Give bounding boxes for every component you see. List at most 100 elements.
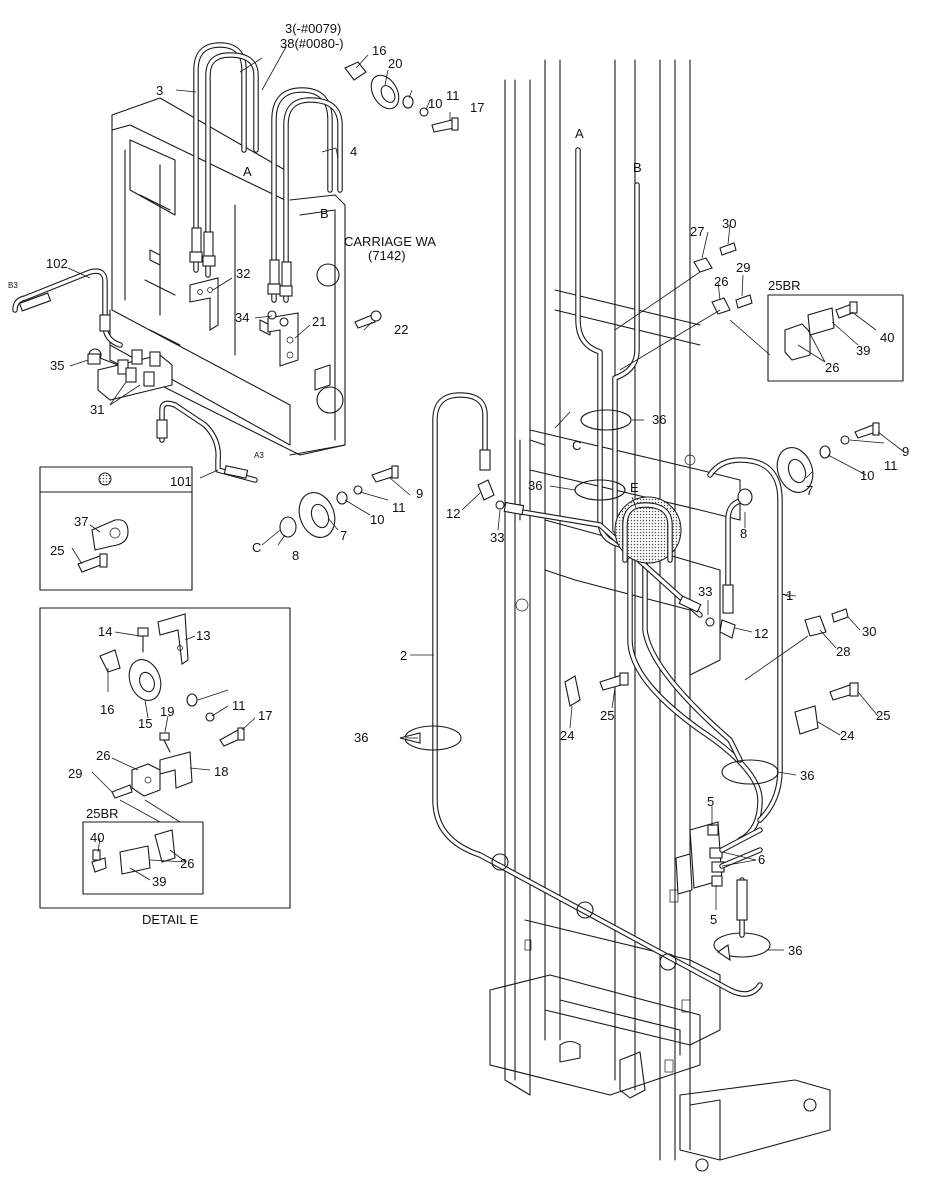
callout-36c: 36	[354, 730, 368, 745]
callout-29a: 29	[736, 260, 750, 275]
brackets-top-right	[614, 242, 771, 371]
callout-36e: 36	[788, 943, 802, 958]
callout-36b: 36	[528, 478, 542, 493]
callout-22: 22	[394, 322, 408, 337]
callout-5b: 5	[710, 912, 717, 927]
callout-35: 35	[50, 358, 64, 373]
bracket-21	[267, 312, 299, 367]
bracket-32	[189, 277, 219, 331]
callout-8a: 8	[292, 548, 299, 563]
callout-36a: 36	[652, 412, 666, 427]
hose-3	[193, 42, 259, 278]
callout-26c-top: 26	[96, 748, 110, 763]
nut-34	[267, 310, 289, 327]
marker-c-mast: C	[572, 438, 581, 453]
hose-3-note-a: 3(-#0079)	[285, 21, 341, 36]
roller-group-top	[344, 61, 459, 133]
callout-29b: 29	[68, 766, 82, 781]
callout-17a: 17	[470, 100, 484, 115]
callout-9a: 9	[416, 486, 423, 501]
callout-30a: 30	[722, 216, 736, 231]
callout-11c: 11	[884, 458, 898, 473]
callout-20: 20	[388, 56, 402, 71]
callout-16b: 16	[100, 702, 114, 717]
mast-hose-a	[575, 147, 623, 548]
leader-lines	[67, 46, 905, 951]
callout-3: 3	[156, 83, 163, 98]
callout-39b: 39	[152, 874, 166, 889]
callout-2: 2	[400, 648, 407, 663]
callout-25b: 25	[876, 708, 890, 723]
carriage-code: (7142)	[368, 248, 406, 263]
callout-5a: 5	[707, 794, 714, 809]
callout-36d: 36	[800, 768, 814, 783]
marker-c-left: C	[252, 540, 261, 555]
hose-4	[271, 87, 343, 303]
callout-17b: 17	[258, 708, 272, 723]
callout-13: 13	[196, 628, 210, 643]
connector-block-31	[88, 348, 173, 401]
marker-b-top: B	[320, 206, 329, 221]
mast-hose-b	[612, 182, 640, 533]
callout-19: 19	[160, 704, 174, 719]
hose-fittings-carriage	[189, 227, 293, 297]
callout-40b: 40	[90, 830, 104, 845]
callout-6: 6	[758, 852, 765, 867]
tag-b3: B3	[8, 281, 18, 290]
bracket-24-right	[794, 682, 859, 735]
hose-2	[432, 392, 763, 997]
tag-a3: A3	[254, 451, 264, 460]
hose-101	[156, 400, 258, 483]
callout-10a: 10	[428, 96, 442, 111]
hose-cross	[477, 479, 736, 639]
callout-33a: 33	[490, 530, 504, 545]
detail-e-box	[39, 607, 291, 909]
callout-37: 37	[74, 514, 88, 529]
callout-31: 31	[90, 402, 104, 417]
callout-15: 15	[138, 716, 152, 731]
callout-16a: 16	[372, 43, 386, 58]
marker-a-top: A	[243, 164, 252, 179]
carriage-title: CARRIAGE WA	[344, 234, 436, 249]
callout-21: 21	[312, 314, 326, 329]
callout-26a: 26	[714, 274, 728, 289]
bolt-35	[87, 353, 119, 366]
callout-32: 32	[236, 266, 250, 281]
hose-8-right	[722, 497, 751, 614]
callout-26c: 26	[180, 856, 194, 871]
hose-102	[12, 268, 123, 348]
roller-group-left	[279, 465, 399, 538]
callout-12b: 12	[754, 626, 768, 641]
clip-detail-box	[39, 466, 193, 591]
connector-block-6	[675, 821, 763, 938]
callout-11a: 11	[446, 88, 460, 103]
roller-group-right	[737, 422, 880, 506]
callout-1: 1	[786, 588, 793, 603]
callout-10b: 10	[370, 512, 384, 527]
callout-8b: 8	[740, 526, 747, 541]
text-labels: 3(-#0079) 38(#0080-) CARRIAGE WA (7142) …	[8, 21, 909, 958]
callout-24a: 24	[560, 728, 574, 743]
callout-26b: 26	[825, 360, 839, 375]
callout-39a: 39	[856, 343, 870, 358]
callout-4: 4	[350, 144, 357, 159]
callout-11d: 11	[232, 698, 246, 713]
callout-9b: 9	[902, 444, 909, 459]
callout-10c: 10	[860, 468, 874, 483]
callout-25a: 25	[600, 708, 614, 723]
callout-102: 102	[46, 256, 68, 271]
callout-34: 34	[235, 310, 249, 325]
hose-3-note-b: 38(#0080-)	[280, 36, 344, 51]
marker-b-mast: B	[633, 160, 642, 175]
callout-24b: 24	[840, 728, 854, 743]
callout-18: 18	[214, 764, 228, 779]
clamp-36-upper	[399, 409, 779, 962]
callout-14: 14	[98, 624, 112, 639]
bolt-22	[354, 310, 382, 329]
carriage-assembly	[109, 97, 346, 456]
callout-101: 101	[170, 474, 192, 489]
callout-40a: 40	[880, 330, 894, 345]
callout-25c: 25	[50, 543, 64, 558]
detail-title: DETAIL E	[142, 912, 199, 927]
detail-e-circle	[614, 496, 682, 564]
